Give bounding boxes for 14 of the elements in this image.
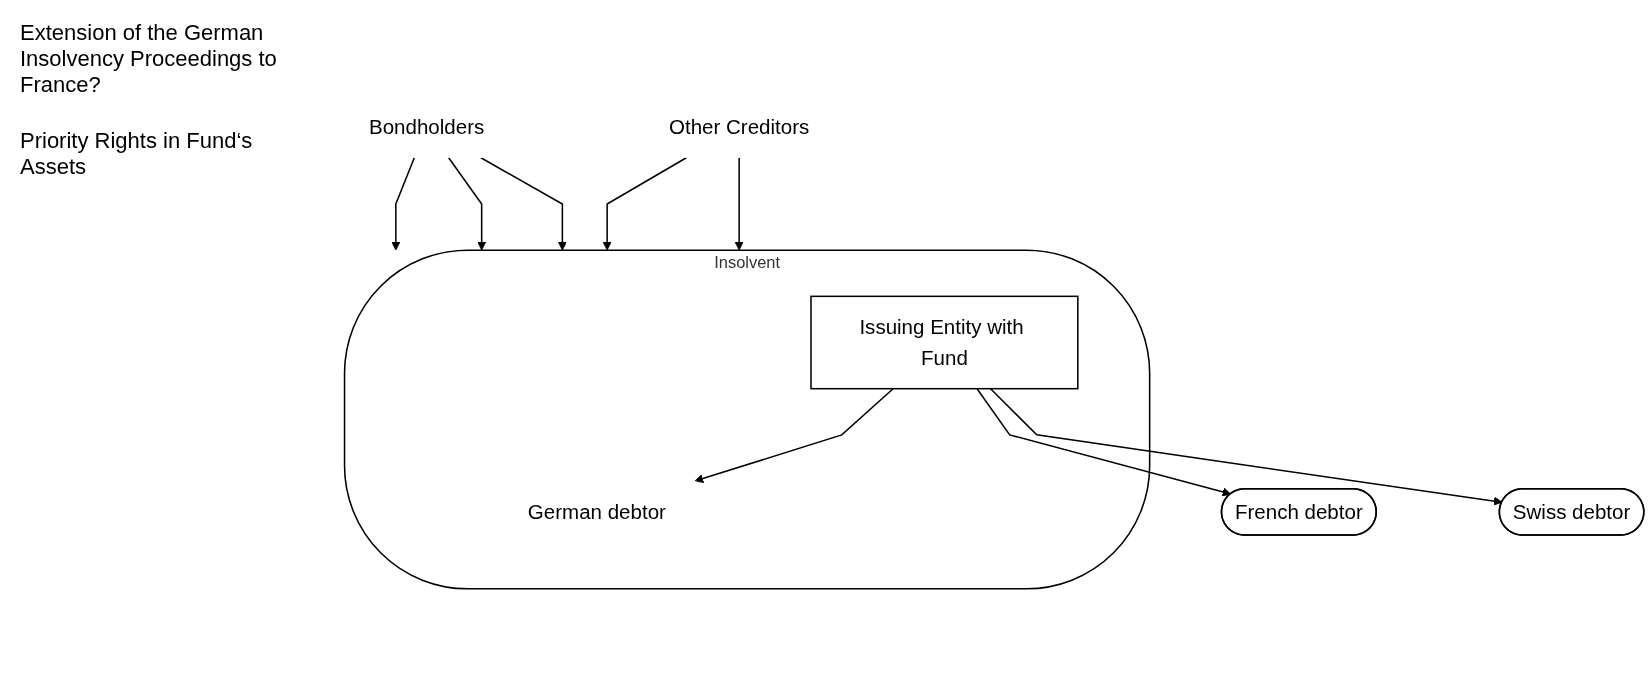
note-text: Priority Rights in Fund‘s Assets [20,128,254,180]
arrow [694,387,894,483]
node-box: Issuing Entity with Fund [810,295,1079,390]
arrow [480,157,567,251]
arrow [989,387,1503,506]
node-text: German debtor [527,500,666,524]
arrow [976,387,1232,497]
arrow [602,157,688,251]
arrow [734,157,744,251]
node-text: Bondholders [369,115,485,139]
node-text: Other Creditors [669,115,810,139]
note-text: Extension of the German Insolvency Proceedings to France? [20,20,278,98]
arrow [391,157,416,251]
arrow [447,157,487,251]
